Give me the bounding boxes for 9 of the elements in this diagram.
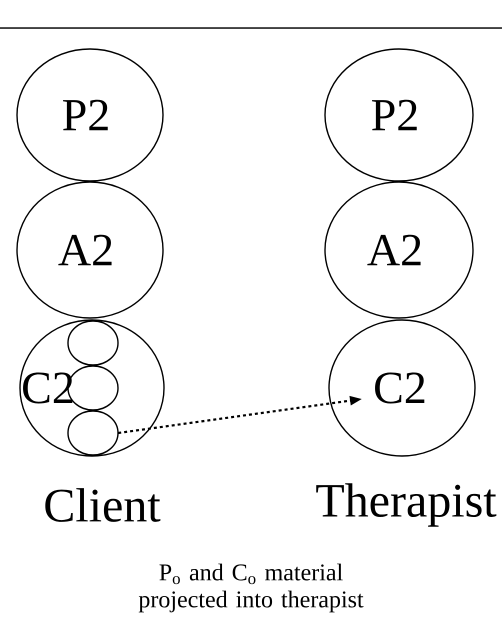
circle-node: P2 <box>16 48 164 182</box>
circle-node: A2 <box>324 181 474 319</box>
circle-node: C2 <box>328 319 476 457</box>
column-label: Client <box>45 488 160 522</box>
circle-node: A2 <box>16 181 164 319</box>
circle <box>67 320 119 366</box>
caption: P$_{o}$ and C$_{o}$ material projected into therapist <box>138 564 364 612</box>
circle-node: P2 <box>324 48 474 182</box>
circle <box>67 410 119 456</box>
